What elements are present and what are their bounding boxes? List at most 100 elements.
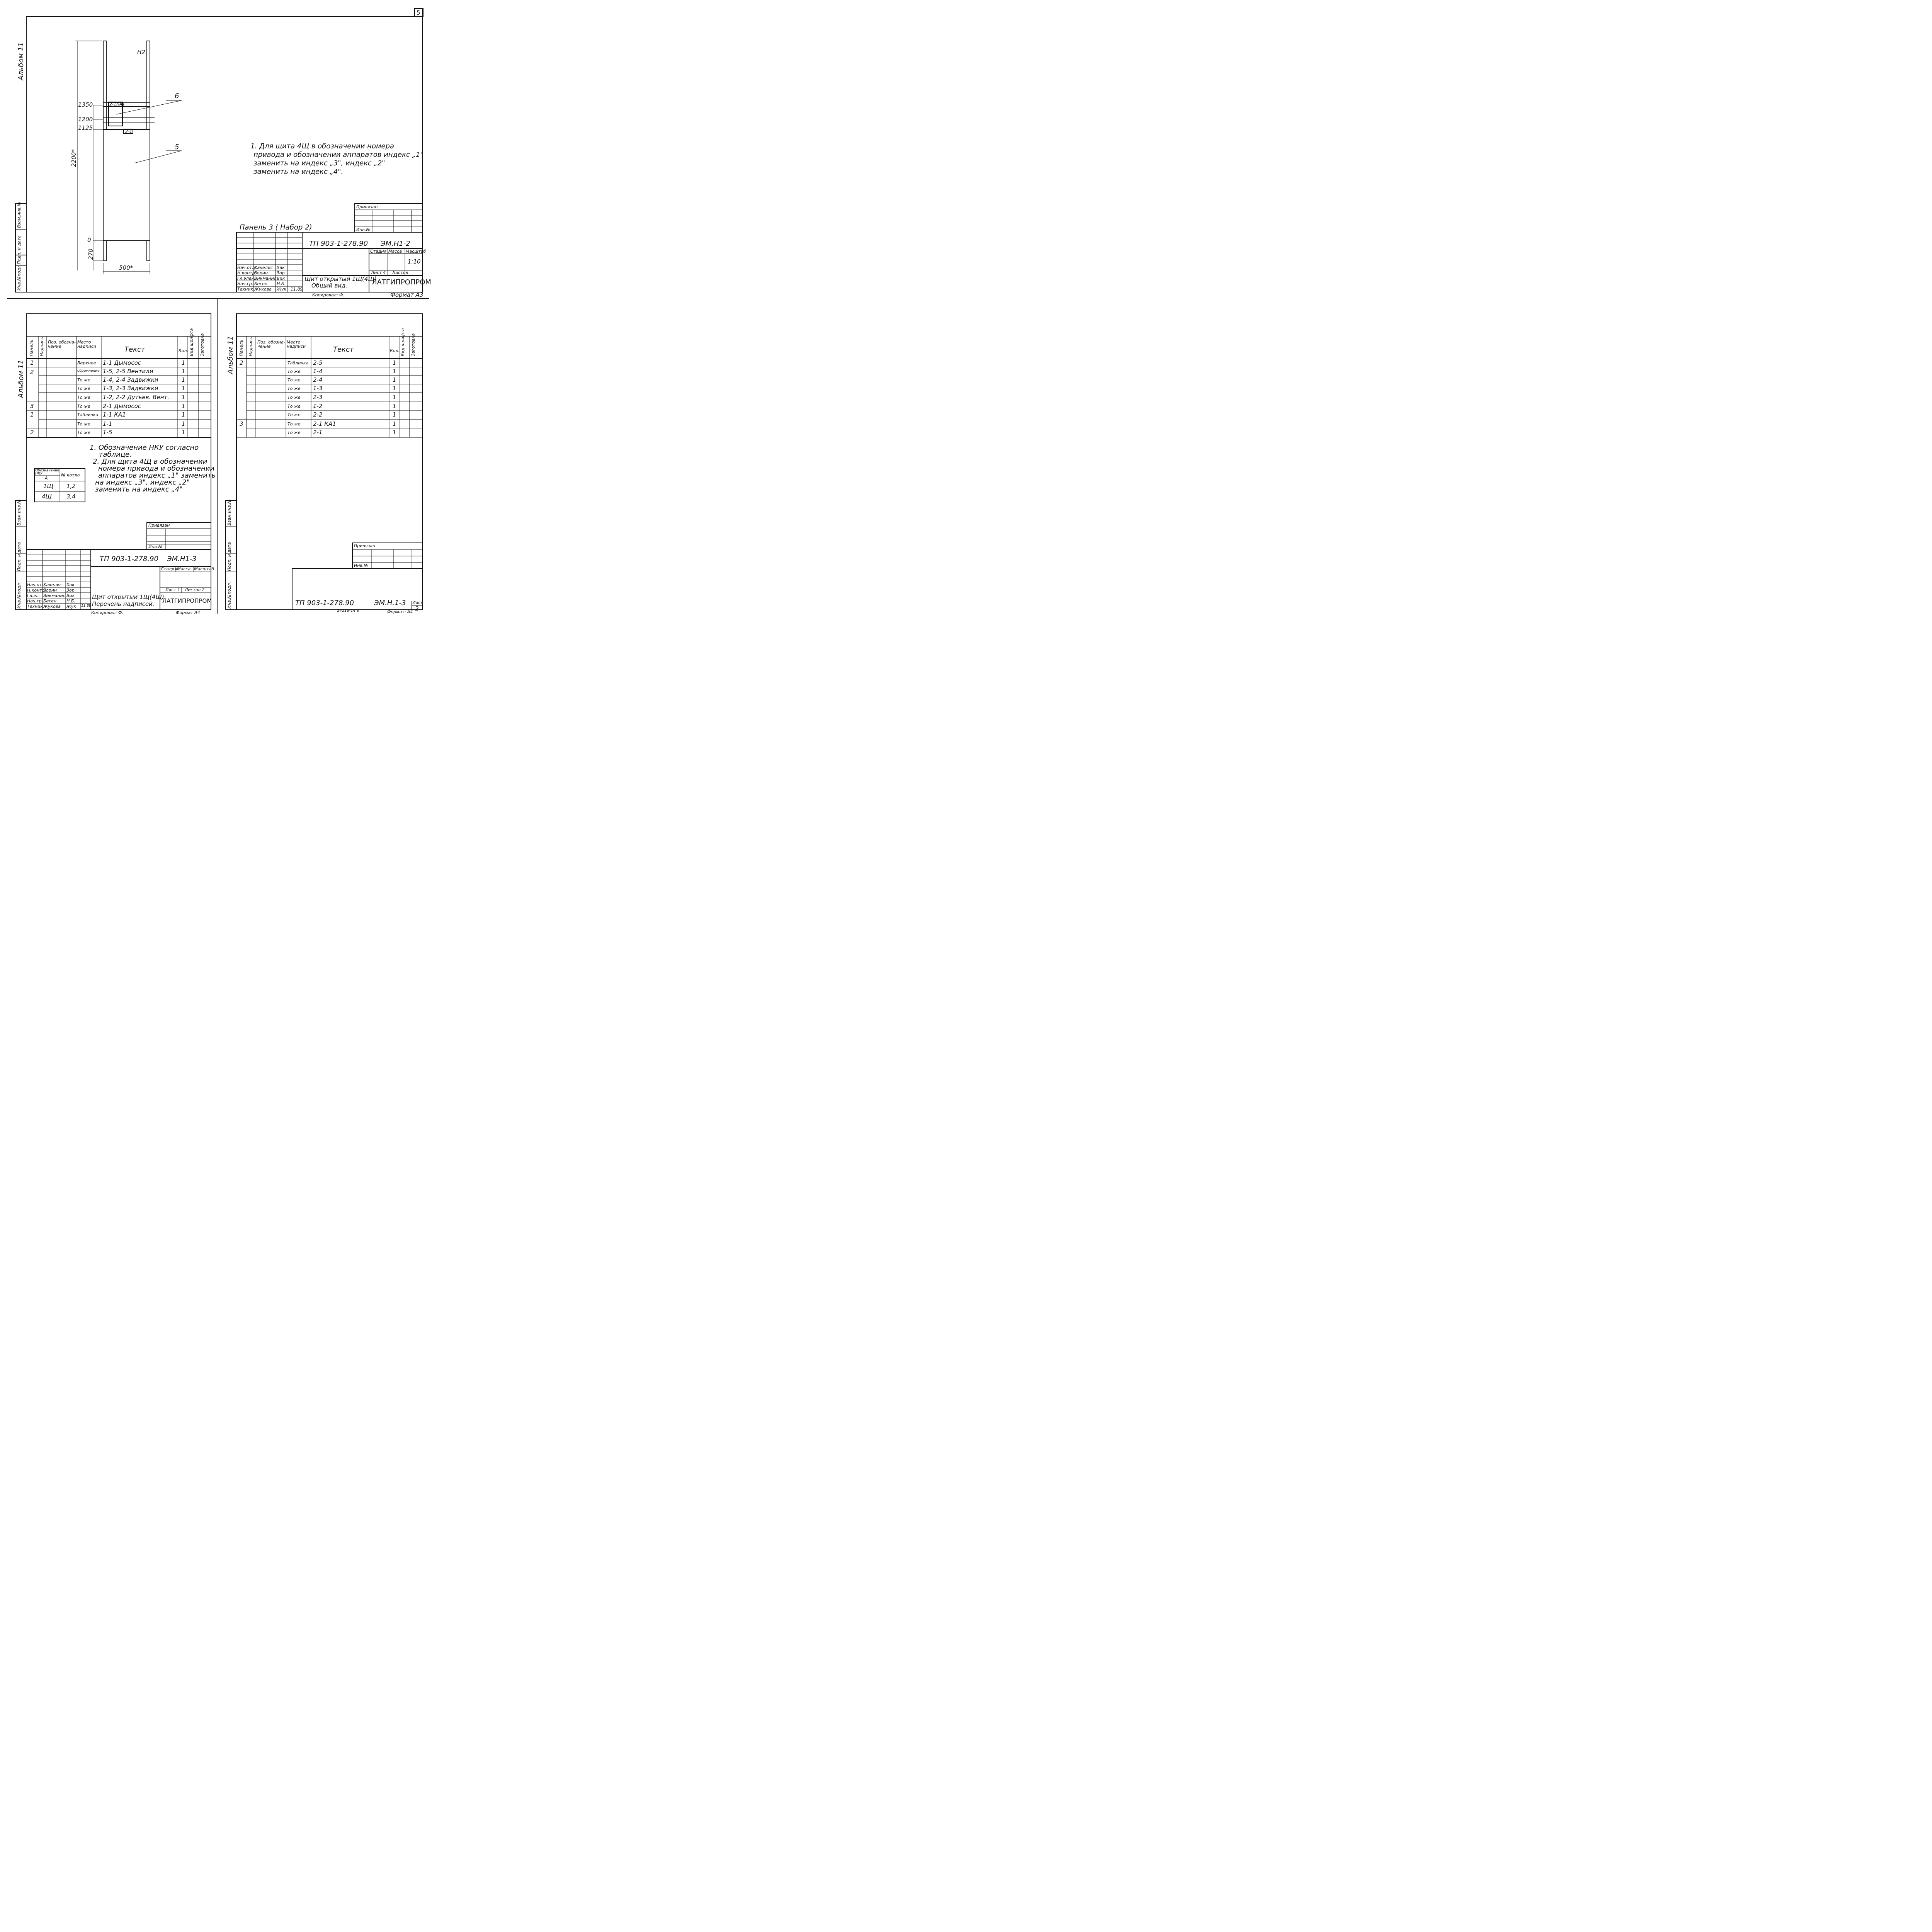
br-row-4-qty: 1 bbox=[393, 385, 396, 392]
bl-row-2-qty: 1 bbox=[182, 368, 185, 375]
bl-row-5-qty: 1 bbox=[182, 394, 185, 401]
bl-row-1-text: 1-1 Дымосос bbox=[103, 359, 141, 366]
br-row-5-qty: 1 bbox=[393, 394, 396, 401]
bl-row-3-text: 1-4, 2-4 Задвижки bbox=[103, 376, 158, 383]
bl-hdr-massa: Масса bbox=[177, 566, 191, 571]
bl-staff-sign-5: Жук bbox=[66, 604, 77, 609]
bl-row-8-text: 1-1 bbox=[103, 420, 112, 427]
bl-note-1: 1. Обозначение НКУ согласно bbox=[90, 444, 199, 452]
bl-row-6-place: То же bbox=[77, 404, 90, 409]
bl-row-9-text: 1-5 bbox=[103, 429, 112, 436]
bl-row-7-text: 1-1 КА1 bbox=[103, 411, 126, 418]
br-hdr-nadpis: Надпись bbox=[248, 337, 253, 357]
staff-role-1: Нач.отд. bbox=[237, 265, 257, 270]
br-row-1-place: Табличка bbox=[287, 361, 309, 366]
note-line-2: привода и обозначении аппаратов индекс „… bbox=[253, 151, 423, 159]
bl-row-5-text: 1-2, 2-2 Дутьев. Вент. bbox=[103, 394, 169, 401]
bl-doc-mark: ЭМ.Н1-3 bbox=[167, 555, 197, 563]
side-stamp-podp: Подп. и дата bbox=[17, 235, 22, 264]
br-row-6-place: То же bbox=[287, 404, 301, 409]
side-stamp-vzam-br: Взам.инв.№ bbox=[227, 499, 232, 526]
bl-row-2-place: обрамление bbox=[77, 369, 100, 373]
br-row-4-text: 1-3 bbox=[313, 385, 323, 392]
privyazan-top: Привязан bbox=[356, 204, 378, 209]
bl-hdr-zag: Заготовка bbox=[200, 333, 205, 356]
br-row-1-qty: 1 bbox=[393, 359, 396, 366]
copied-top: Копировал: Ф. bbox=[312, 293, 345, 298]
page-number: 5 bbox=[417, 9, 420, 16]
bl-note-2: таблице. bbox=[99, 451, 132, 459]
br-row-9-text: 2-1 bbox=[313, 429, 323, 436]
bl-hdr-text: Текст bbox=[124, 345, 145, 354]
bl-staff-sign-1: Хак bbox=[66, 582, 75, 587]
br-hdr-zag: Заготовка bbox=[411, 333, 416, 356]
br-hdr-kol: Кол. bbox=[390, 348, 400, 353]
bl-hdr-panel: Панель bbox=[29, 340, 34, 357]
bl-staff-name-3: Викманис bbox=[43, 593, 65, 598]
br-row-2-qty: 1 bbox=[393, 368, 396, 375]
bl-note-3: 2. Для щита 4Щ в обозначении bbox=[93, 457, 207, 466]
side-stamp-podp-bl: Подп. и дата bbox=[17, 542, 22, 571]
bl-privyazan: Привязан bbox=[148, 523, 170, 528]
bl-row-5-place: То же bbox=[77, 395, 90, 400]
staff-sign-5: Жук bbox=[277, 287, 287, 292]
br-row-8-panel: 3 bbox=[240, 420, 243, 427]
br-sheet-label: Лист bbox=[413, 601, 423, 605]
bl-row-7-qty: 1 bbox=[182, 411, 185, 418]
br-row-8-text: 2-1 КА1 bbox=[313, 420, 336, 427]
label-2-1: 2-1 bbox=[125, 129, 132, 134]
album-label-br: Альбом 11 bbox=[226, 336, 235, 374]
br-row-3-text: 2-4 bbox=[313, 376, 323, 383]
br-hdr-panel: Панель bbox=[239, 340, 244, 357]
br-privyazan: Привязан bbox=[354, 543, 376, 548]
side-stamp-inv-br: Инв.№подл. bbox=[227, 582, 232, 609]
bl-staff-name-1: Хакелис bbox=[43, 582, 62, 587]
bl-sheet: Лист 1 bbox=[165, 587, 180, 592]
bl-staff-sign-3: Вик bbox=[66, 593, 75, 598]
bl-row-1-place: Верхнее bbox=[77, 361, 96, 366]
bl-row-6-panel: 3 bbox=[30, 403, 34, 410]
bl-staff-name-5: Жукова bbox=[43, 604, 61, 609]
bl-row-8-qty: 1 bbox=[182, 420, 185, 427]
callout-5: 5 bbox=[175, 143, 179, 151]
side-stamp-podp-br: Подп. и дата bbox=[227, 542, 232, 571]
label-2-1ka1: 2-1КА1 bbox=[109, 102, 125, 107]
staff-sign-4: Н.Б. bbox=[277, 281, 286, 286]
br-row-9-qty: 1 bbox=[393, 429, 396, 436]
hdr-masshtab-top: Масштаб bbox=[406, 249, 426, 254]
title-top-2: Общий вид. bbox=[311, 282, 348, 289]
br-row-4-place: То же bbox=[287, 386, 301, 391]
bl-row-7-panel: 1 bbox=[30, 411, 34, 418]
br-row-2-place: То же bbox=[287, 369, 301, 374]
doc-mark-top: ЭМ.Н1-2 bbox=[381, 240, 410, 248]
bl-org: ЛАТГИПРОПРОМ bbox=[162, 597, 212, 604]
bl-title-2: Перечень надписей. bbox=[92, 600, 155, 607]
bl-row-1-panel: 1 bbox=[30, 359, 34, 366]
bl-sheets: Листов 2 bbox=[185, 587, 205, 592]
br-doc-code: ТП 903-1-278.90 bbox=[295, 599, 354, 607]
dim-1125: 1125 bbox=[78, 124, 93, 131]
br-row-7-text: 2-2 bbox=[313, 411, 323, 418]
bl-staff-role-4: Нач.гр. bbox=[27, 599, 43, 604]
bl-small-hdr-1: Обозначение НКУ bbox=[35, 469, 60, 476]
note-line-1: 1. Для щита 4Щ в обозначении номера bbox=[250, 142, 395, 150]
bl-staff-name-4: Беген bbox=[43, 599, 57, 604]
br-row-7-qty: 1 bbox=[393, 411, 396, 418]
dim-2200: 2200* bbox=[70, 149, 77, 167]
br-row-8-place: То же bbox=[287, 422, 301, 427]
br-row-9-place: То же bbox=[287, 430, 301, 435]
bl-row-2-panel: 2 bbox=[30, 369, 34, 376]
bl-row-3-place: То же bbox=[77, 378, 90, 383]
br-row-5-place: То же bbox=[287, 395, 301, 400]
bl-note-6: на индекс „3", индекс „2" bbox=[95, 478, 190, 486]
dim-1200: 1200 bbox=[78, 116, 93, 123]
bl-small-sub: А bbox=[45, 476, 48, 481]
br-sheet: 2 bbox=[415, 605, 419, 612]
bl-format: Формат А4 bbox=[176, 610, 200, 615]
staff-date-5: 11.89 bbox=[291, 287, 303, 292]
bl-row-9-place: То же bbox=[77, 430, 90, 435]
org-top: ЛАТГИПРОПРОМ bbox=[372, 278, 431, 286]
bl-staff-role-2: Н.контр. bbox=[27, 588, 46, 593]
bl-row-9-qty: 1 bbox=[182, 429, 185, 436]
bl-inv-no: Инв.№ bbox=[148, 544, 163, 549]
